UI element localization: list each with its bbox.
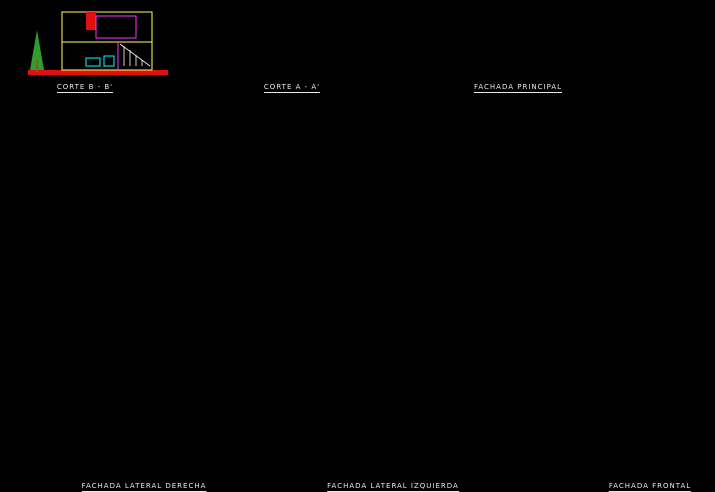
label-fachada-frontal: FACHADA FRONTAL [608,482,692,492]
label-fachada-principal: FACHADA PRINCIPAL [473,83,563,93]
label-corte-b-b: CORTE B - B' [56,83,114,93]
label-fachada-lateral-derecha: FACHADA LATERAL DERECHA [81,482,207,492]
label-fachada-lateral-izquierda: FACHADA LATERAL IZQUIERDA [327,482,459,492]
corte-b-b-drawing [28,11,168,75]
label-corte-a-a: CORTE A - A' [263,83,321,93]
